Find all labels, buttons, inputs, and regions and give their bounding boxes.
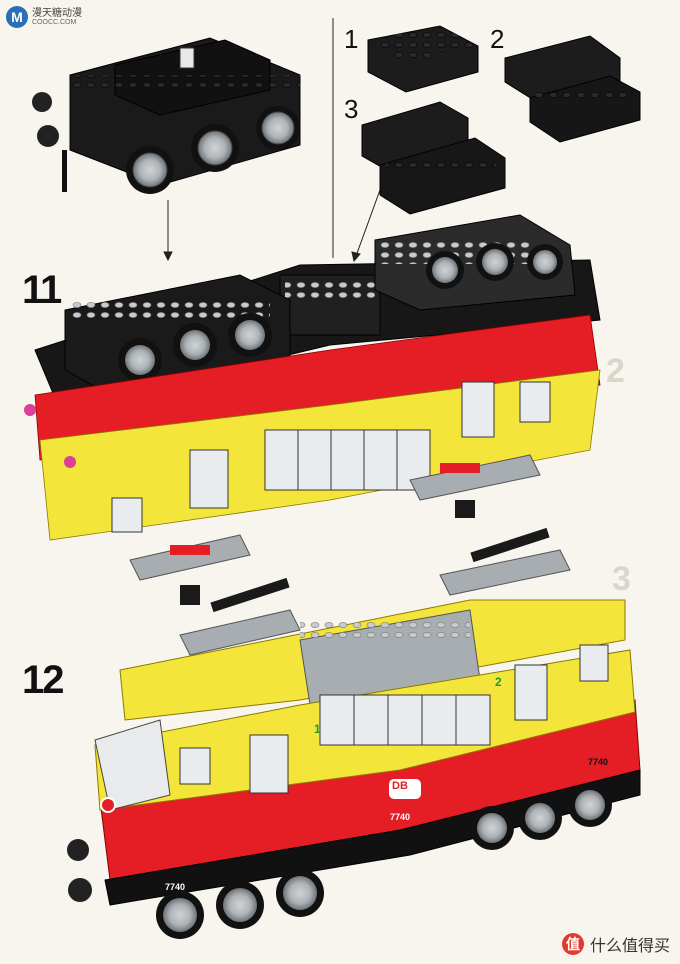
assembly-guide-lines bbox=[163, 18, 381, 263]
train-number-rear: 7740 bbox=[588, 757, 609, 767]
wheel-icon bbox=[276, 869, 324, 917]
sub-step-number-2: 2 bbox=[490, 24, 505, 54]
brick-part-2 bbox=[504, 35, 641, 143]
step11-assembly bbox=[24, 214, 601, 605]
sub-step-number-1: 1 bbox=[344, 24, 359, 54]
bleed-through-mark: 3 bbox=[612, 560, 631, 598]
wheel-icon bbox=[191, 124, 239, 172]
wheel-icon bbox=[476, 243, 514, 281]
wheel-icon bbox=[156, 891, 204, 939]
wheel-icon bbox=[518, 796, 562, 840]
wheel-icon bbox=[173, 323, 217, 367]
step-number-11: 11 bbox=[22, 268, 62, 312]
door-label-2: 2 bbox=[495, 675, 502, 689]
pantograph-part bbox=[409, 454, 541, 518]
bogie-subassembly bbox=[32, 37, 301, 194]
step-number-12: 12 bbox=[22, 658, 64, 702]
watermark-logo-icon: 值 bbox=[561, 933, 584, 955]
watermark-logo-icon: M bbox=[6, 6, 28, 28]
pantograph-part bbox=[129, 534, 251, 605]
wheel-icon bbox=[426, 251, 464, 289]
wheel-icon bbox=[470, 806, 514, 850]
door-label-1: 1 bbox=[314, 722, 321, 736]
wheel-icon bbox=[216, 881, 264, 929]
watermark-text: 什么值得买 bbox=[589, 938, 670, 955]
watermark-line1: 漫天糖动漫 bbox=[32, 7, 82, 19]
pantograph-icon bbox=[439, 527, 571, 596]
watermark-top: M 漫天糖动漫 COOCC.COM bbox=[6, 6, 82, 28]
wheel-icon bbox=[527, 244, 563, 280]
wheel-icon bbox=[118, 338, 162, 382]
bleed-through-mark: 2 bbox=[606, 352, 625, 390]
watermark-line2: COOCC.COM bbox=[32, 18, 77, 26]
wheel-icon bbox=[568, 783, 612, 827]
buffer-icon bbox=[67, 797, 116, 902]
wheel-icon bbox=[126, 146, 174, 194]
wheel-icon bbox=[228, 313, 272, 357]
plate-part-1 bbox=[367, 25, 479, 93]
sub-step-number-3: 3 bbox=[344, 94, 359, 124]
train-number-side: 7740 bbox=[390, 812, 411, 822]
step12-locomotive bbox=[67, 527, 641, 939]
watermark-bottom: 值 什么值得买 bbox=[561, 932, 670, 956]
train-number-chassis: 7740 bbox=[165, 882, 186, 892]
db-logo: DB bbox=[392, 780, 408, 792]
buffer-icon bbox=[32, 92, 67, 192]
slope-part-3 bbox=[361, 101, 506, 215]
wheel-icon bbox=[256, 106, 300, 150]
